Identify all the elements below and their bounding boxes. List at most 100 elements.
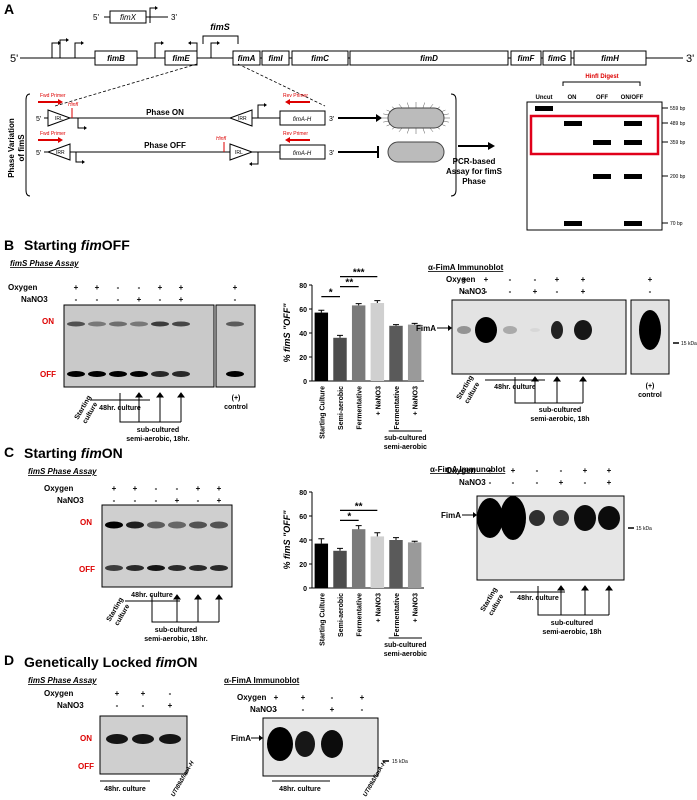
panel-b-title: Starting fimOFF <box>24 237 130 253</box>
band <box>151 371 169 377</box>
error-bar <box>355 525 362 530</box>
band <box>106 734 128 744</box>
subgroup-label: semi-aerobic <box>384 444 427 451</box>
oxygen-sign: + <box>196 484 201 493</box>
error-bar <box>411 540 418 543</box>
band <box>105 565 123 571</box>
d-gel <box>99 715 188 775</box>
svg-text:semi-aerobic, 18hr.: semi-aerobic, 18hr. <box>144 636 207 643</box>
band <box>147 521 165 529</box>
category-label: + NaNO3 <box>375 386 382 415</box>
y-tick-label: 0 <box>303 586 307 593</box>
band <box>295 731 315 757</box>
subgroup-label: semi-aerobic <box>384 651 427 658</box>
oxygen-sign: - <box>176 484 179 493</box>
svg-text:Rev Primer: Rev Primer <box>283 131 308 137</box>
svg-text:ON: ON <box>568 95 577 101</box>
error-bar <box>411 322 418 325</box>
svg-text:semi-aerobic, 18h: semi-aerobic, 18h <box>542 629 601 636</box>
fims-bracket <box>202 35 239 44</box>
svg-text:5': 5' <box>36 150 41 157</box>
panel-d-title: Genetically Locked fimON <box>24 654 198 670</box>
svg-text:ON: ON <box>80 734 92 743</box>
band <box>574 320 592 340</box>
band <box>126 565 144 571</box>
c-fims-assay-title: fimS Phase Assay <box>28 467 97 476</box>
fimx-three-prime: 3' <box>171 13 177 22</box>
y-tick-label: 80 <box>299 283 307 290</box>
svg-text:OFF: OFF <box>596 95 608 101</box>
svg-text:Fwd Primer: Fwd Primer <box>40 93 66 99</box>
oxygen-sign: - <box>534 275 537 284</box>
phase-on-label: Phase ON <box>146 108 184 117</box>
band <box>574 505 596 531</box>
panel-b-letter: B <box>4 237 14 253</box>
oxygen-sign: - <box>560 466 563 475</box>
nitrate-label: NaNO3 <box>57 701 84 710</box>
oxygen-label: Oxygen <box>446 466 475 475</box>
band <box>457 326 471 334</box>
band <box>67 321 85 327</box>
bar <box>333 550 347 588</box>
gene-fimI <box>261 50 290 66</box>
oxygen-sign: + <box>583 466 588 475</box>
svg-text:ON/OFF: ON/OFF <box>621 95 644 101</box>
nitrate-sign: - <box>556 287 559 296</box>
oxygen-sign: - <box>169 689 172 698</box>
y-tick-label: 0 <box>303 379 307 386</box>
oxygen-sign: + <box>484 275 489 284</box>
band <box>130 321 148 327</box>
nitrate-sign: - <box>159 295 162 304</box>
svg-text:OFF: OFF <box>79 565 95 574</box>
gene-fimD <box>349 50 509 66</box>
nitrate-sign: - <box>275 705 278 714</box>
svg-text:15 kDa: 15 kDa <box>392 759 408 765</box>
nitrate-sign: - <box>485 287 488 296</box>
phase-variation-label: Phase Variation <box>7 118 16 178</box>
gene-label-fimH: fimH <box>601 54 619 63</box>
bar <box>314 312 329 381</box>
fims-label: fimS <box>210 22 230 32</box>
band <box>109 371 127 377</box>
significance-label: *** <box>353 268 365 279</box>
nitrate-sign: - <box>142 701 145 710</box>
svg-text:Rev Primer: Rev Primer <box>283 93 308 99</box>
c-gel <box>101 504 233 588</box>
band <box>88 321 106 327</box>
error-bar <box>374 532 381 537</box>
significance-label: ** <box>355 501 363 512</box>
oxygen-label: Oxygen <box>8 283 37 292</box>
y-tick-label: 40 <box>299 331 307 338</box>
band <box>267 727 293 761</box>
svg-text:sub-cultured: sub-cultured <box>539 407 581 414</box>
nitrate-sign: + <box>217 496 222 505</box>
nitrate-sign: - <box>197 496 200 505</box>
oxygen-sign: + <box>233 283 238 292</box>
operon-five-prime: 5' <box>10 53 18 65</box>
phase-variation-label-2: of fimS <box>17 134 26 162</box>
band <box>551 321 563 339</box>
nitrate-sign: - <box>463 287 466 296</box>
band <box>172 321 190 327</box>
nitrate-sign: - <box>117 295 120 304</box>
category-label: + NaNO3 <box>413 593 420 622</box>
oxygen-sign: - <box>509 275 512 284</box>
assay-label-2: Assay for fimS <box>446 167 503 176</box>
band <box>530 328 540 332</box>
oxygen-sign: + <box>217 484 222 493</box>
band <box>500 496 526 540</box>
panel-a-letter: A <box>4 1 14 17</box>
oxygen-label: Oxygen <box>237 693 266 702</box>
band <box>226 371 244 377</box>
error-bar <box>393 537 399 540</box>
bar <box>314 543 329 588</box>
band <box>189 565 207 571</box>
nitrate-label: NaNO3 <box>250 705 277 714</box>
nitrate-sign: + <box>581 287 586 296</box>
oxygen-sign: + <box>179 283 184 292</box>
svg-text:IRR: IRR <box>238 116 247 122</box>
svg-text:sub-cultured: sub-cultured <box>155 627 197 634</box>
